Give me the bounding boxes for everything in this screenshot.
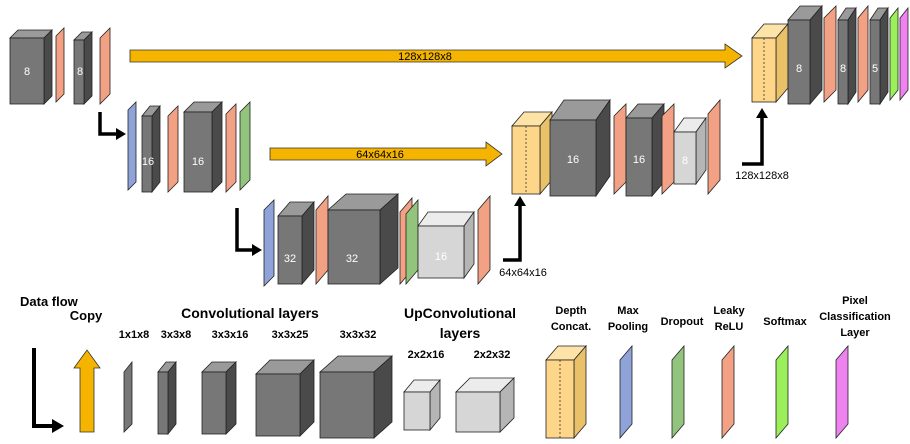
legend-conv-size: 3x3x25	[272, 329, 309, 341]
legend-conv-title: Convolutional layers	[181, 305, 319, 321]
upconv-block-row2: 8	[673, 116, 707, 186]
legend-copy-label: Copy	[70, 308, 103, 323]
legend-pixel-1: Pixel	[842, 295, 868, 307]
legend-conv-3x3x25	[255, 359, 315, 437]
legend-conv-3x3x8	[157, 360, 177, 436]
relu-layer	[99, 27, 111, 105]
relu-layer	[707, 98, 721, 196]
block-label: 16	[633, 154, 645, 166]
legend-pixel-icon	[835, 344, 849, 440]
legend-conv-size: 3x3x32	[340, 329, 377, 341]
legend-conv-size: 3x3x8	[161, 329, 192, 341]
conv-block-row2-dec-a: 16	[549, 98, 611, 198]
block-label: 16	[192, 156, 204, 168]
relu-layer	[225, 103, 237, 193]
conv-block-row1-a: 8	[9, 29, 53, 105]
legend-copy-icon	[73, 349, 101, 433]
relu-layer	[661, 103, 675, 195]
conv-block-row3-b: 32	[326, 193, 400, 285]
legend-max-pool-icon	[619, 344, 633, 440]
pixel-classification-layer	[899, 6, 909, 102]
conv-block-row2-dec-b: 16	[625, 102, 665, 198]
legend-data-flow-line1: Data flow	[20, 294, 79, 309]
depth-concat-row2	[511, 110, 553, 196]
legend-conv-1x1x8	[123, 360, 133, 433]
legend-depth-concat-1: Depth	[555, 305, 586, 317]
relu-layer	[167, 105, 179, 193]
legend-max-pool-2: Pooling	[608, 321, 648, 333]
legend-pixel-3: Layer	[840, 327, 870, 339]
conv-block-row2-a: 16	[141, 104, 161, 194]
upsample-flow-arrow: 64x64x16	[499, 196, 547, 279]
relu-layer	[823, 5, 837, 103]
legend-dropout-label: Dropout	[661, 316, 704, 328]
legend-depth-concat-2: Concat.	[551, 321, 591, 333]
legend-conv-size: 1x1x8	[119, 329, 150, 341]
block-label: 32	[284, 253, 296, 265]
max-pool-layer	[127, 101, 137, 191]
legend-conv-size: 3x3x16	[212, 329, 249, 341]
relu-layer	[613, 103, 627, 195]
max-pool-layer	[263, 199, 275, 287]
relu-layer	[477, 194, 491, 286]
data-flow-arrow	[235, 208, 262, 256]
relu-layer	[55, 27, 65, 103]
legend-upconv-size: 2x2x32	[474, 349, 511, 361]
depth-concat-row1	[751, 22, 789, 104]
legend-softmax-icon	[775, 344, 789, 440]
legend-dropout-icon	[671, 344, 685, 440]
conv-block-row1-dec-b: 8	[837, 6, 857, 106]
conv-block-row3-a: 32	[277, 200, 315, 286]
conv-block-row2-b: 16	[183, 101, 223, 193]
block-label: 8	[796, 63, 802, 75]
block-label: 8	[682, 155, 688, 167]
relu-layer	[315, 194, 329, 286]
block-label: 8	[24, 66, 30, 78]
dropout-layer	[239, 101, 251, 191]
skip-arrow-128: 128x128x8	[129, 43, 743, 69]
conv-block-row1-b: 8	[73, 31, 93, 105]
legend-conv-3x3x16	[201, 361, 237, 435]
upsample-flow-arrow: 128x128x8	[735, 108, 789, 182]
legend-conv-3x3x32	[318, 355, 394, 439]
legend-upconv-title-1: UpConvolutional	[404, 305, 516, 321]
block-label: 16	[435, 251, 447, 263]
legend-leaky-2: ReLU	[715, 321, 744, 333]
block-label: 8	[77, 66, 83, 78]
skip-arrow-64: 64x64x16	[269, 141, 503, 167]
skip-label: 128x128x8	[398, 51, 452, 63]
legend-upconv-2x2x32	[455, 377, 515, 433]
flow-label: 64x64x16	[499, 267, 547, 279]
legend-relu-icon	[721, 344, 735, 440]
legend-data-flow-icon	[32, 348, 64, 433]
dropout-layer	[405, 198, 419, 286]
legend-upconv-title-2: layers	[440, 325, 481, 341]
block-label: 16	[142, 156, 154, 168]
data-flow-arrow	[98, 112, 126, 140]
legend-depth-concat-icon	[545, 344, 587, 440]
legend-max-pool-1: Max	[617, 305, 639, 317]
relu-layer	[857, 4, 869, 104]
legend-upconv-size: 2x2x16	[408, 349, 445, 361]
upconv-block-row3: 16	[417, 210, 475, 280]
conv-block-row1-dec-a: 8	[787, 4, 823, 106]
block-label: 32	[346, 253, 358, 265]
conv-block-row1-dec-c: 5	[869, 6, 889, 106]
block-label: 16	[567, 154, 579, 166]
block-label: 5	[872, 63, 878, 75]
softmax-layer	[889, 6, 899, 102]
legend-upconv-2x2x16	[403, 378, 441, 432]
legend-leaky-1: Leaky	[713, 305, 745, 317]
block-label: 8	[840, 63, 846, 75]
legend-pixel-2: Classification	[819, 311, 891, 323]
flow-label: 128x128x8	[735, 170, 789, 182]
skip-label: 64x64x16	[356, 149, 404, 161]
legend-softmax-label: Softmax	[763, 316, 807, 328]
